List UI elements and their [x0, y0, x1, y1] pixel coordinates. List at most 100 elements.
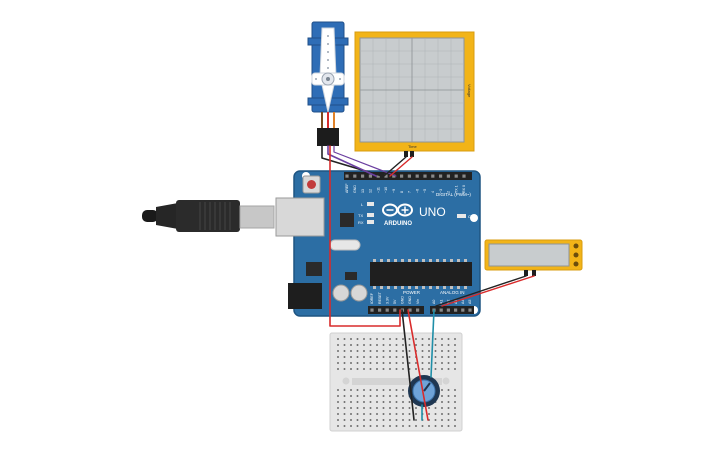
- breadboard-hole[interactable]: [350, 338, 352, 340]
- breadboard-hole[interactable]: [382, 344, 385, 346]
- breadboard-hole[interactable]: [402, 413, 404, 415]
- breadboard-hole[interactable]: [356, 389, 359, 391]
- breadboard-hole[interactable]: [428, 413, 430, 415]
- breadboard-hole[interactable]: [350, 425, 352, 427]
- breadboard-hole[interactable]: [356, 362, 359, 364]
- breadboard-hole[interactable]: [363, 395, 365, 397]
- breadboard-hole[interactable]: [395, 425, 398, 427]
- breadboard-hole[interactable]: [428, 425, 430, 427]
- digital-pin[interactable]: [431, 174, 435, 178]
- breadboard-hole[interactable]: [363, 389, 365, 391]
- breadboard-hole[interactable]: [408, 356, 411, 358]
- wire-pot-gnd[interactable]: [401, 309, 415, 421]
- breadboard-hole[interactable]: [395, 395, 398, 397]
- digital-pin[interactable]: [423, 174, 427, 178]
- breadboard-hole[interactable]: [350, 356, 352, 358]
- breadboard-hole[interactable]: [369, 401, 372, 403]
- breadboard-hole[interactable]: [454, 419, 456, 421]
- breadboard-hole[interactable]: [447, 395, 450, 397]
- digital-pin[interactable]: [376, 174, 380, 178]
- breadboard-hole[interactable]: [395, 413, 398, 415]
- breadboard-hole[interactable]: [356, 407, 359, 409]
- breadboard-hole[interactable]: [343, 356, 346, 358]
- breadboard-hole[interactable]: [441, 413, 443, 415]
- breadboard-hole[interactable]: [421, 368, 424, 370]
- breadboard-hole[interactable]: [402, 419, 404, 421]
- breadboard-hole[interactable]: [343, 338, 346, 340]
- breadboard-hole[interactable]: [428, 368, 430, 370]
- breadboard-hole[interactable]: [369, 407, 372, 409]
- breadboard-hole[interactable]: [402, 368, 404, 370]
- breadboard-hole[interactable]: [389, 356, 391, 358]
- digital-pin[interactable]: [384, 174, 388, 178]
- wire-display-signal[interactable]: [441, 275, 535, 307]
- breadboard-hole[interactable]: [337, 395, 339, 397]
- breadboard-hole[interactable]: [402, 362, 404, 364]
- breadboard-hole[interactable]: [356, 401, 359, 403]
- breadboard-hole[interactable]: [350, 344, 352, 346]
- breadboard[interactable]: [329, 332, 463, 432]
- breadboard-hole[interactable]: [350, 368, 352, 370]
- breadboard-hole[interactable]: [428, 338, 430, 340]
- breadboard-hole[interactable]: [395, 344, 398, 346]
- breadboard-hole[interactable]: [389, 401, 391, 403]
- breadboard-hole[interactable]: [434, 356, 437, 358]
- breadboard-hole[interactable]: [447, 356, 450, 358]
- breadboard-hole[interactable]: [434, 368, 437, 370]
- breadboard-hole[interactable]: [408, 425, 411, 427]
- breadboard-hole[interactable]: [369, 338, 372, 340]
- breadboard-hole[interactable]: [441, 401, 443, 403]
- analog-pin[interactable]: [454, 308, 458, 312]
- breadboard-hole[interactable]: [369, 368, 372, 370]
- breadboard-hole[interactable]: [389, 389, 391, 391]
- breadboard-hole[interactable]: [415, 344, 417, 346]
- analog-pin[interactable]: [446, 308, 450, 312]
- breadboard-hole[interactable]: [389, 368, 391, 370]
- breadboard-hole[interactable]: [350, 350, 352, 352]
- power-pin[interactable]: [370, 308, 374, 312]
- breadboard-hole[interactable]: [421, 356, 424, 358]
- breadboard-hole[interactable]: [454, 401, 456, 403]
- breadboard-hole[interactable]: [376, 389, 378, 391]
- breadboard-hole[interactable]: [376, 419, 378, 421]
- breadboard-hole[interactable]: [447, 362, 450, 364]
- breadboard-hole[interactable]: [447, 407, 450, 409]
- breadboard-hole[interactable]: [415, 425, 417, 427]
- breadboard-hole[interactable]: [428, 344, 430, 346]
- breadboard-hole[interactable]: [395, 362, 398, 364]
- breadboard-hole[interactable]: [343, 407, 346, 409]
- breadboard-hole[interactable]: [395, 368, 398, 370]
- breadboard-hole[interactable]: [389, 407, 391, 409]
- breadboard-hole[interactable]: [454, 344, 456, 346]
- usb-cable[interactable]: [142, 200, 275, 232]
- breadboard-hole[interactable]: [389, 350, 391, 352]
- digital-pin[interactable]: [400, 174, 404, 178]
- breadboard-hole[interactable]: [363, 362, 365, 364]
- power-pin[interactable]: [393, 308, 397, 312]
- breadboard-hole[interactable]: [454, 356, 456, 358]
- breadboard-hole[interactable]: [441, 338, 443, 340]
- analog-pin[interactable]: [439, 308, 443, 312]
- breadboard-hole[interactable]: [402, 338, 404, 340]
- breadboard-hole[interactable]: [382, 362, 385, 364]
- breadboard-hole[interactable]: [434, 425, 437, 427]
- breadboard-hole[interactable]: [441, 362, 443, 364]
- breadboard-hole[interactable]: [395, 401, 398, 403]
- breadboard-hole[interactable]: [376, 344, 378, 346]
- analog-pin[interactable]: [468, 308, 472, 312]
- breadboard-hole[interactable]: [363, 425, 365, 427]
- breadboard-hole[interactable]: [350, 407, 352, 409]
- breadboard-hole[interactable]: [356, 356, 359, 358]
- breadboard-hole[interactable]: [421, 350, 424, 352]
- breadboard-hole[interactable]: [376, 350, 378, 352]
- breadboard-hole[interactable]: [447, 368, 450, 370]
- breadboard-hole[interactable]: [408, 419, 411, 421]
- breadboard-hole[interactable]: [337, 368, 339, 370]
- breadboard-hole[interactable]: [454, 413, 456, 415]
- digital-pin[interactable]: [407, 174, 411, 178]
- breadboard-hole[interactable]: [447, 338, 450, 340]
- breadboard-hole[interactable]: [395, 338, 398, 340]
- breadboard-hole[interactable]: [454, 395, 456, 397]
- breadboard-hole[interactable]: [402, 389, 404, 391]
